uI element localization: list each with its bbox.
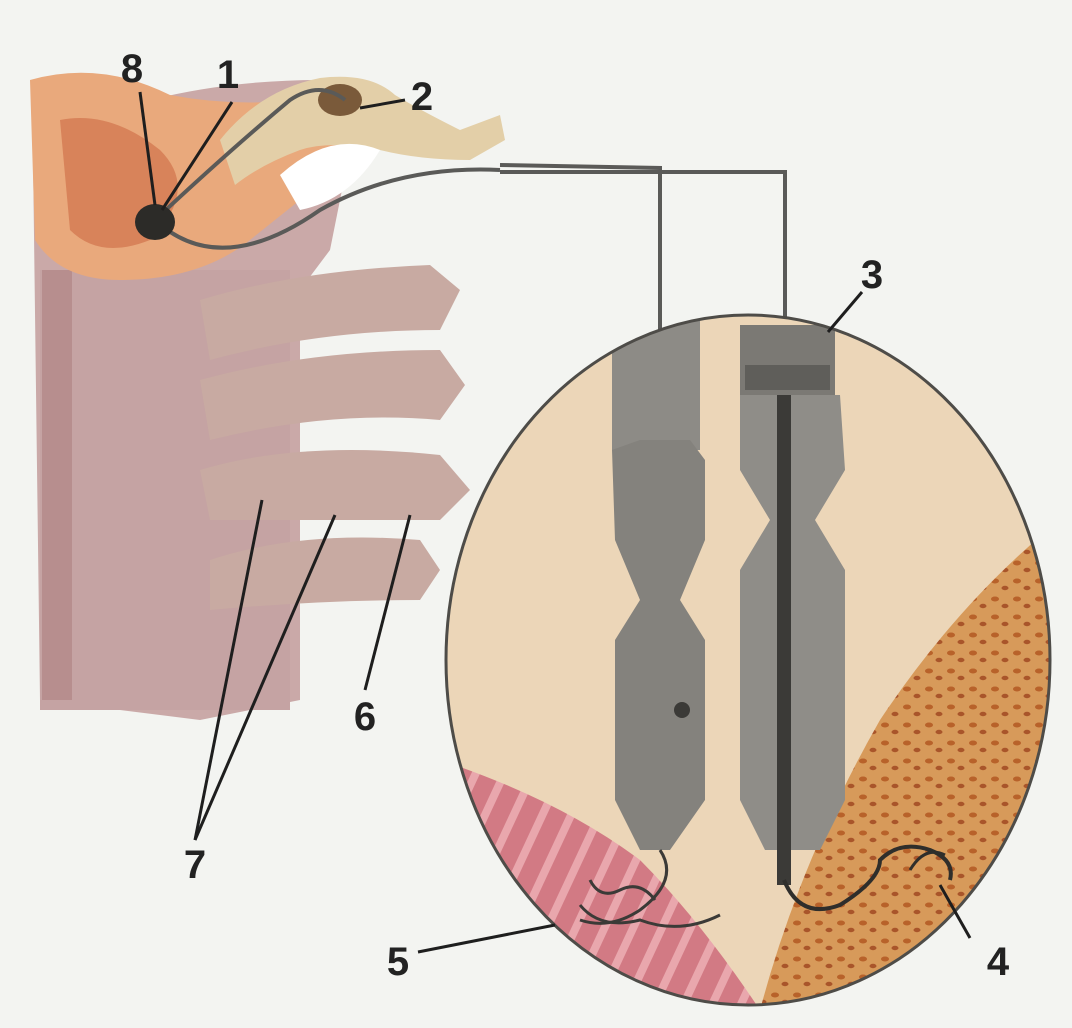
label-8: 8 (121, 47, 143, 91)
label-4: 4 (987, 940, 1010, 984)
label-3: 3 (861, 253, 883, 297)
label-6: 6 (354, 695, 376, 739)
label-2: 2 (411, 75, 433, 119)
motor-neuron-body (135, 204, 175, 240)
label-7: 7 (184, 843, 206, 887)
label-1: 1 (217, 53, 239, 97)
label-5: 5 (387, 940, 409, 984)
